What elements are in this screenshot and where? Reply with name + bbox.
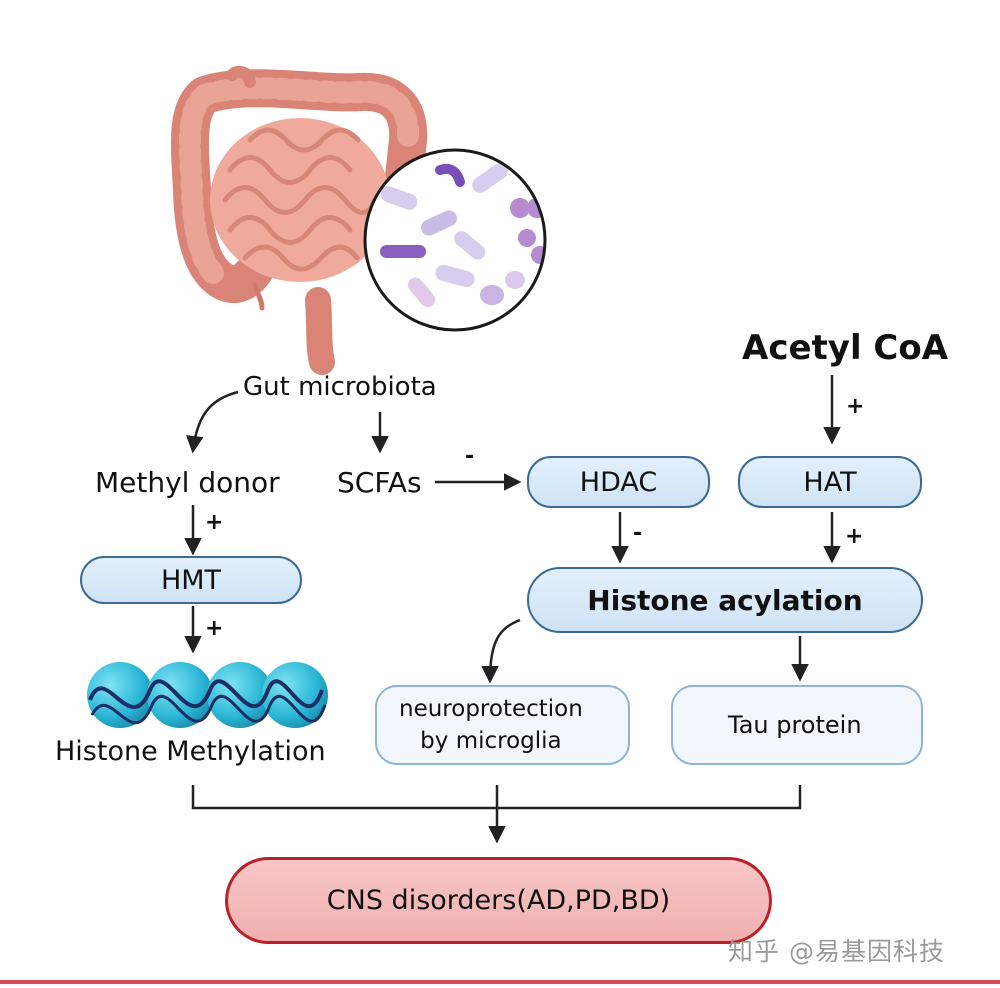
sign-hat-acylation: + xyxy=(845,524,864,549)
tau-protein-label: Tau protein xyxy=(728,711,862,739)
hmt-label: HMT xyxy=(160,564,222,596)
cns-disorders-box: CNS disorders(AD,PD,BD) xyxy=(225,857,772,944)
hmt-box: HMT xyxy=(80,556,302,604)
nucleosome-icon xyxy=(87,662,328,728)
hdac-box: HDAC xyxy=(527,456,710,508)
sign-acetylcoa-hat: + xyxy=(846,394,865,419)
sign-hdac-acylation: - xyxy=(633,521,643,546)
methyl-donor-label: Methyl donor xyxy=(95,466,280,499)
connectors xyxy=(184,375,841,844)
bacteria-magnifier-icon xyxy=(363,148,547,332)
gut-microbiota-label: Gut microbiota xyxy=(243,372,437,402)
acetyl-coa-label: Acetyl CoA xyxy=(742,328,949,368)
hat-box: HAT xyxy=(738,456,922,508)
cns-disorders-label: CNS disorders(AD,PD,BD) xyxy=(326,885,671,916)
histone-acylation-box: Histone acylation xyxy=(527,567,923,633)
histone-acylation-label: Histone acylation xyxy=(587,583,863,617)
histone-methylation-label: Histone Methylation xyxy=(55,736,326,767)
sign-scfas-hdac: - xyxy=(465,444,475,469)
watermark: 知乎 @易基因科技 xyxy=(728,937,945,966)
neuroprotection-box: neuroprotection by microglia xyxy=(375,685,630,765)
scfas-label: SCFAs xyxy=(337,466,422,499)
neuroprotection-label-line2: by microglia xyxy=(420,728,562,754)
sign-hmt-methylation: + xyxy=(205,616,224,641)
hat-label: HAT xyxy=(803,466,857,498)
hdac-label: HDAC xyxy=(579,466,658,498)
sign-methyl-hmt: + xyxy=(205,510,224,535)
tau-protein-box: Tau protein xyxy=(671,685,923,765)
neuroprotection-label-line1: neuroprotection xyxy=(399,696,583,722)
footer-line xyxy=(0,980,1000,984)
